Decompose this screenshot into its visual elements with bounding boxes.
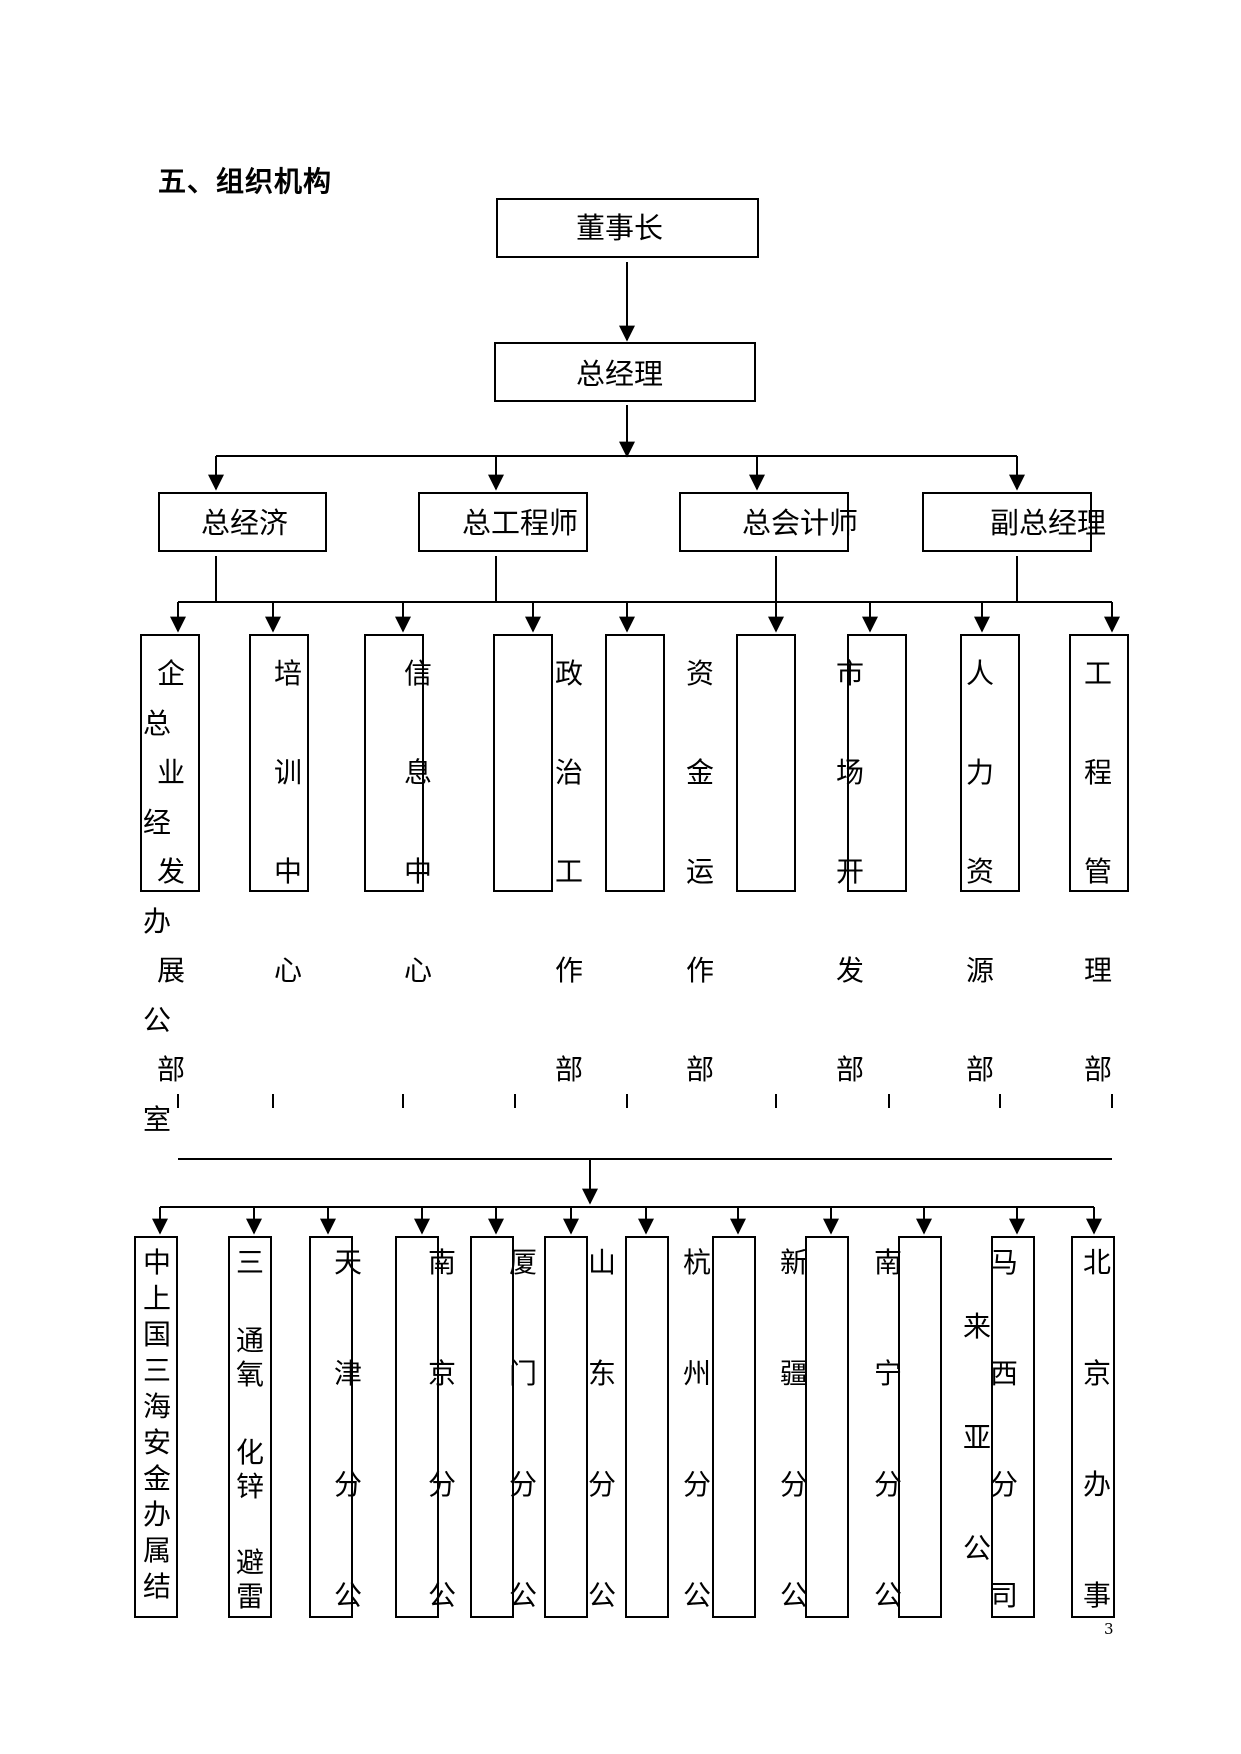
branch-box (395, 1236, 439, 1618)
chairman-box (496, 198, 759, 258)
dept-box (605, 634, 665, 892)
dept-box (736, 634, 796, 892)
dept-box (140, 634, 200, 892)
branch-box (544, 1236, 588, 1618)
section-heading: 五、组织机构 (158, 165, 333, 198)
exec-box-1 (158, 492, 327, 552)
branch-box (805, 1236, 849, 1618)
branch-box (625, 1236, 669, 1618)
exec-box-3 (679, 492, 849, 552)
branch-box (134, 1236, 178, 1618)
branch-box (228, 1236, 272, 1618)
dept-box (249, 634, 309, 892)
dept-box (847, 634, 907, 892)
exec-box-4 (922, 492, 1092, 552)
branch-box (898, 1236, 942, 1618)
dept-box (493, 634, 553, 892)
chairman-label: 董事长 (576, 211, 664, 245)
general-manager-box (494, 342, 756, 402)
branch-box (712, 1236, 756, 1618)
dept-box (960, 634, 1020, 892)
branch-box (991, 1236, 1035, 1618)
dept-box (364, 634, 424, 892)
exec-label-3: 总会计师 (742, 506, 859, 540)
exec-box-2 (418, 492, 588, 552)
exec-label-1: 总经济 (201, 506, 289, 540)
branch-box (309, 1236, 353, 1618)
general-manager-label: 总经理 (576, 357, 664, 391)
exec-label-2: 总工程师 (462, 506, 579, 540)
page-number: 3 (1104, 1620, 1114, 1638)
dept-box (1069, 634, 1129, 892)
exec-label-4: 副总经理 (990, 506, 1107, 540)
branch-box (470, 1236, 514, 1618)
branch-box (1071, 1236, 1115, 1618)
